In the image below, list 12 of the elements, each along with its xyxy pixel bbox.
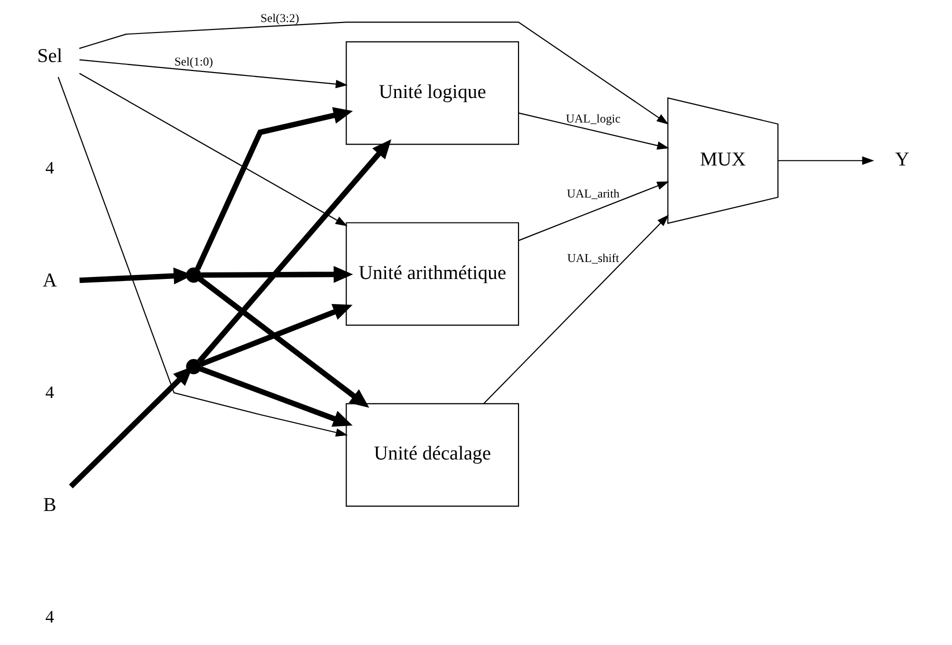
label: 4 — [45, 157, 54, 178]
label: 4 — [45, 382, 54, 402]
edge-label: UAL_shift — [567, 250, 620, 265]
edge-label: UAL_arith — [566, 186, 620, 200]
edge-label: Sel(3:2) — [260, 10, 300, 25]
edge-label: UAL_logic — [566, 111, 620, 126]
node-text: Y — [895, 149, 910, 170]
label: 4 — [45, 606, 54, 627]
node-text: B — [43, 494, 56, 516]
edge-label: Sel(1:0) — [174, 54, 213, 69]
node-text: A — [42, 270, 57, 292]
node-text: Sel — [37, 46, 62, 67]
